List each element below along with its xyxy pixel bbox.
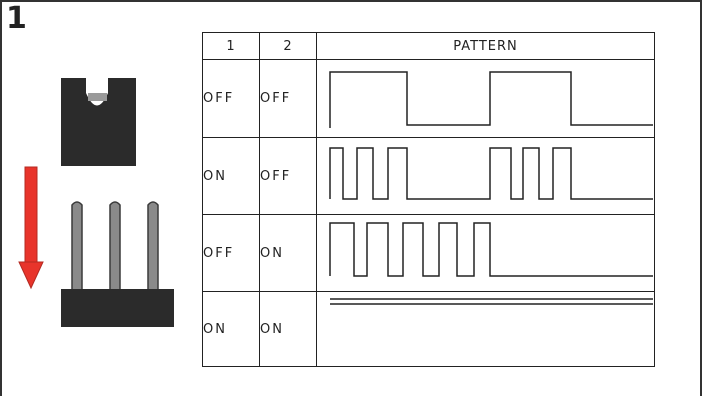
switch-2-state: ON [259,214,317,292]
pattern-pulse-train-then-low [329,222,653,277]
pattern-cell [316,59,655,138]
switch-2-state: ON [259,291,317,367]
table-header-row: 1 2 PATTERN [202,32,655,60]
table-row: OFF OFF [202,59,655,138]
switch-1-state: OFF [202,59,260,138]
switch-1-state: ON [202,137,260,215]
jumper-cap-icon [61,78,136,166]
switch-1-state: OFF [202,214,260,292]
pattern-cell [316,137,655,215]
step-number: 1 [6,1,27,36]
table-row: ON ON [202,291,655,367]
switch-pattern-table: 1 2 PATTERN OFF OFF ON OFF OFF ON ON [202,32,655,367]
table-row: OFF ON [202,214,655,292]
pin-header-icon [61,201,174,327]
header-switch-1: 1 [202,32,260,60]
switch-2-state: OFF [259,137,317,215]
header-pattern: PATTERN [316,32,655,60]
pattern-constant-on [330,298,653,305]
down-arrow-icon [18,166,44,290]
pattern-slow-square-wave [329,71,653,128]
table-row: ON OFF [202,137,655,215]
pattern-fast-pulse-bursts [329,147,653,200]
switch-1-state: ON [202,291,260,367]
header-switch-2: 2 [259,32,317,60]
pattern-cell [316,214,655,292]
pattern-cell [316,291,655,367]
jumper-illustration [18,78,174,327]
switch-2-state: OFF [259,59,317,138]
